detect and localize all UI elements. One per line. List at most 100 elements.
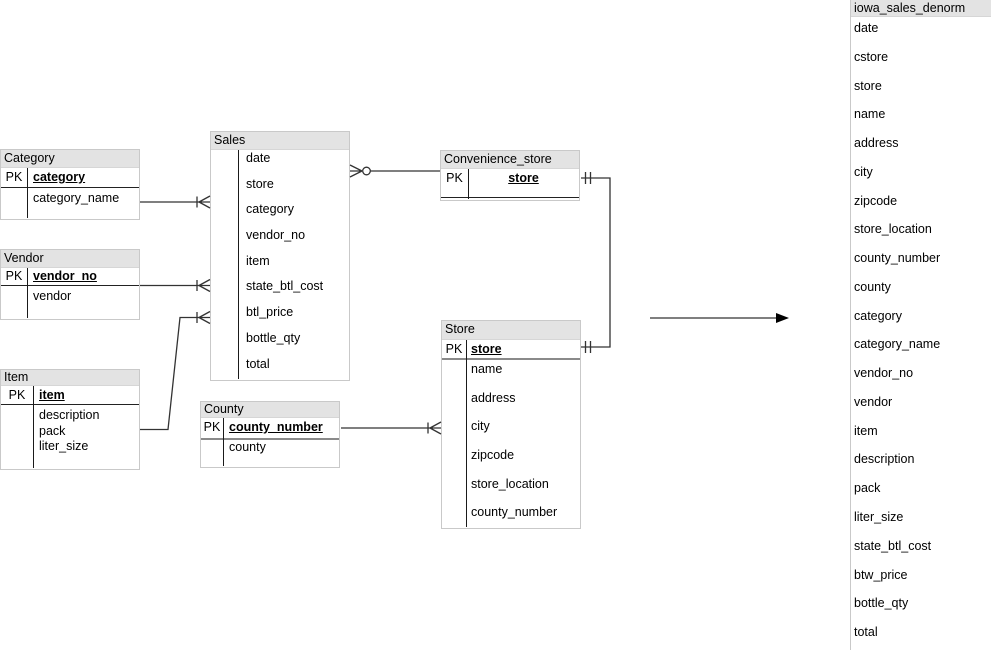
field-row[interactable]: state_btl_cost — [246, 279, 324, 294]
field-row[interactable]: city — [471, 419, 490, 434]
relationship-county-store[interactable] — [341, 421, 442, 435]
field-row[interactable]: county — [229, 440, 266, 454]
denorm-field-row: county — [854, 279, 891, 294]
pk-separator-line — [1, 285, 139, 286]
pk-badge: PK — [5, 170, 23, 184]
field-row[interactable]: store — [246, 176, 274, 191]
field-row[interactable]: category_name — [33, 191, 120, 205]
table-body-convenience_store: PK store — [441, 169, 579, 200]
pk-badge: PK — [5, 269, 23, 283]
denorm-field-row: city — [854, 164, 873, 179]
denorm-field-row: date — [854, 21, 879, 35]
field-list: vendor — [1, 286, 139, 304]
pk-separator-line — [1, 404, 139, 405]
pk-field-name: store — [508, 171, 539, 185]
pk-separator-line — [1, 187, 139, 188]
denorm-field-row: description — [854, 452, 915, 467]
denorm-field-row: state_btl_cost — [854, 538, 932, 553]
pk-separator-line — [201, 438, 339, 440]
field-row[interactable]: county_number — [471, 505, 558, 520]
pk-column-divider — [27, 168, 29, 218]
denorm-field-row: store — [854, 78, 882, 93]
field-row[interactable]: vendor_no — [246, 228, 306, 243]
denorm-field-row: category_name — [854, 337, 941, 352]
field-row[interactable]: store_location — [471, 476, 549, 491]
table-title-store[interactable]: Store — [442, 321, 580, 340]
field-row[interactable]: total — [246, 356, 270, 371]
field-row[interactable]: address — [471, 390, 516, 405]
pk-column-divider — [223, 418, 225, 466]
field-row[interactable]: btl_price — [246, 305, 294, 320]
pk-column-divider — [468, 169, 470, 199]
pk-field-row[interactable]: PK store — [442, 340, 580, 358]
pk-column-divider — [33, 386, 35, 468]
denorm-field-row: liter_size — [854, 510, 904, 525]
denorm-field-row: county_number — [854, 251, 941, 266]
pk-badge: PK — [446, 171, 463, 185]
pk-field-name: vendor_no — [33, 269, 97, 283]
relationship-sales-convenience-store[interactable] — [349, 164, 440, 178]
table-title-category[interactable]: Category — [1, 150, 139, 168]
pk-field-name: store — [471, 342, 502, 356]
denorm-field-row: store_location — [854, 222, 932, 237]
denorm-field-row: bottle_qty — [854, 596, 909, 611]
pk-column-divider — [27, 268, 29, 318]
field-row[interactable]: vendor — [33, 289, 72, 303]
relationship-denorm-arrow[interactable] — [650, 313, 789, 323]
pk-badge: PK — [203, 420, 221, 434]
denorm-field-row: zipcode — [854, 193, 898, 208]
field-row[interactable]: date — [246, 151, 271, 165]
relationship-convenience-store-store[interactable] — [581, 172, 611, 353]
denorm-field-row: total — [854, 625, 878, 640]
pk-field-row[interactable]: PK store — [441, 169, 579, 197]
field-row[interactable]: category — [246, 202, 294, 217]
denorm-field-row: vendor — [854, 394, 893, 409]
field-row[interactable]: name — [471, 362, 503, 376]
table-title-sales[interactable]: Sales — [211, 132, 349, 150]
denorm-panel-title: iowa_sales_denorm — [851, 0, 991, 17]
pk-separator-line — [442, 358, 580, 360]
pk-badge: PK — [445, 342, 463, 356]
pk-field-row[interactable]: PK vendor_no — [1, 268, 139, 285]
pk-field-name: item — [39, 388, 65, 402]
field-row[interactable]: liter_size — [39, 439, 89, 454]
pk-column-divider — [466, 340, 468, 527]
table-body-store: PK store name address city zipcode store_locat… — [442, 340, 580, 528]
table-title-county[interactable]: County — [201, 402, 339, 418]
relationship-category-sales[interactable] — [140, 195, 211, 209]
field-row[interactable]: pack — [39, 423, 66, 438]
one-one-tick-icon — [584, 341, 592, 353]
table-title-item[interactable]: Item — [1, 370, 139, 386]
denorm-field-row: btw_price — [854, 567, 908, 582]
arrowhead-icon — [776, 313, 789, 323]
crow-foot-many-icon — [349, 164, 363, 178]
field-row[interactable]: zipcode — [471, 448, 515, 463]
one-one-tick-icon — [584, 172, 592, 184]
denorm-field-row: name — [854, 107, 886, 122]
field-row[interactable]: description — [39, 408, 100, 422]
field-row[interactable]: item — [246, 253, 270, 268]
relationship-vendor-sales[interactable] — [140, 278, 211, 293]
table-title-vendor[interactable]: Vendor — [1, 250, 139, 268]
crow-foot-many-icon — [198, 310, 211, 325]
table-title-convenience_store[interactable]: Convenience_store — [441, 151, 579, 169]
field-row[interactable]: bottle_qty — [246, 330, 301, 345]
